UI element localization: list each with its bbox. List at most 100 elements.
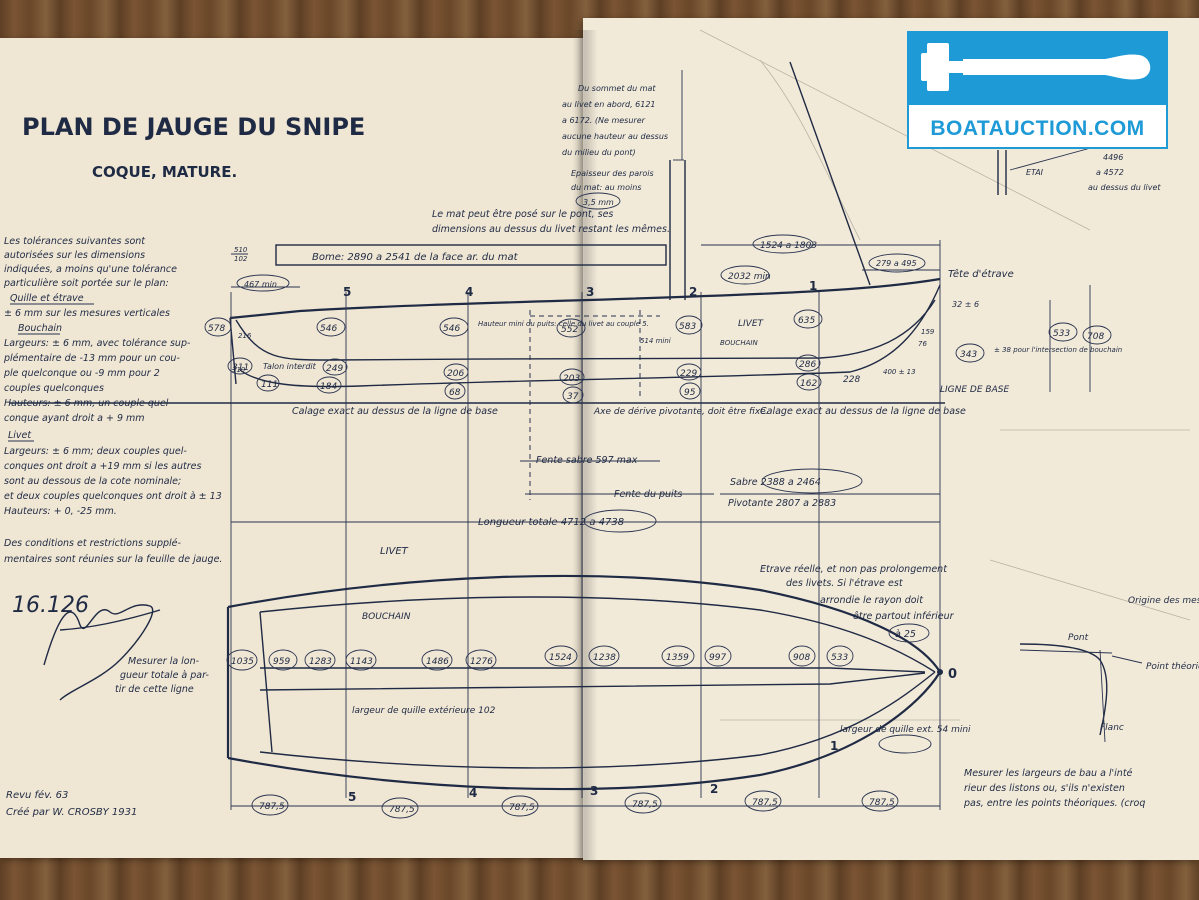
profile-station-2: 2 xyxy=(689,285,697,299)
dim-value: 37 xyxy=(567,392,579,402)
dim-value: 229 xyxy=(680,369,697,379)
width-value: 959 xyxy=(273,657,290,667)
tol-line: couples quelconques xyxy=(4,383,104,394)
ligne-base-label: LIGNE DE BASE xyxy=(940,385,1009,395)
plan-keel-lower xyxy=(259,672,926,691)
dim-2032: 2032 min xyxy=(728,272,771,282)
etrave-line: des livets. Si l'étrave est xyxy=(786,578,904,589)
plan-station-5: 5 xyxy=(348,790,356,804)
etrave-line: à 25 xyxy=(895,629,916,640)
dim-value: 552 xyxy=(561,325,578,335)
longueur-label: Longueur totale 4712 a 4738 xyxy=(478,517,624,528)
keel-line xyxy=(239,284,941,388)
hauteur-mini-label: Hauteur mini du puits: celle du livet au… xyxy=(478,320,649,328)
width-value: 533 xyxy=(831,653,848,663)
logo-banner xyxy=(909,33,1166,105)
mast-note-line: dimensions au dessus du livet restant le… xyxy=(432,224,670,235)
dim-value: 400 ± 13 xyxy=(883,368,916,376)
dim-value: 311 xyxy=(232,363,249,373)
tol-line: Largeurs: ± 6 mm, avec tolérance sup- xyxy=(4,338,191,349)
calage-right-1: Calage exact au dessus de la ligne de ba… xyxy=(760,406,966,417)
boom-dim-top: 510 xyxy=(234,246,248,254)
plan-view: 1035 959 1283 1143 1486 1276 1524 1238 1… xyxy=(115,546,971,819)
dim-4496: 4496 xyxy=(1103,153,1123,162)
spacing-value: 787,5 xyxy=(632,800,658,810)
underlines xyxy=(8,303,94,442)
width-value: 1238 xyxy=(593,653,616,663)
left-page xyxy=(0,38,590,858)
au-dessus-livet: au dessus du livet xyxy=(1088,183,1161,192)
bau-line: pas, entre les points théoriques. (croq xyxy=(963,798,1145,809)
dim-value: 159 xyxy=(921,328,935,336)
mesurer-line: gueur totale à par- xyxy=(120,670,210,681)
epaisseur-line: du mat: au moins xyxy=(571,183,641,192)
tol-line: conques ont droit a +19 mm si les autres xyxy=(4,461,201,472)
spacing-value: 787,5 xyxy=(509,803,535,813)
sabre-label: Sabre 2388 a 2464 xyxy=(730,477,821,488)
spacing-value: 787,5 xyxy=(869,798,895,808)
plan-livet-upper xyxy=(227,574,941,673)
dim-value: 76 xyxy=(918,340,927,348)
sommet-line: du milieu du pont) xyxy=(562,148,636,157)
chine-line xyxy=(235,299,936,361)
station-spacing: 787,5 787,5 787,5 787,5 787,5 787,5 xyxy=(251,790,899,819)
mesurer-line: tir de cette ligne xyxy=(115,684,194,695)
plan-width-values: 1035 959 1283 1143 1486 1276 1524 1238 1… xyxy=(226,645,854,671)
dim-value: 206 xyxy=(447,369,464,379)
dim-value: 546 xyxy=(443,324,460,334)
bleed-through xyxy=(699,29,1191,721)
spacing-value: 787,5 xyxy=(389,805,415,815)
tol-line: indiquées, a moins qu'une tolérance xyxy=(4,264,177,275)
pont-label: Pont xyxy=(1068,633,1089,643)
intersection-note: ± 38 pour l'intersection de bouchain xyxy=(994,346,1122,354)
etrave-line: arrondie le rayon doit xyxy=(820,595,924,606)
dim-value: 32 ± 6 xyxy=(952,300,979,309)
profile-station-3: 3 xyxy=(586,285,594,299)
dim-value: 162 xyxy=(800,379,817,389)
dim-value: 95 xyxy=(684,388,696,398)
bau-note: Mesurer les largeurs de bau a l'inté rie… xyxy=(963,768,1145,809)
boatauction-logo: BOATAUCTION.COM xyxy=(907,31,1168,149)
dim-value: 286 xyxy=(799,360,816,370)
boom-dim-bottom: 102 xyxy=(234,255,248,263)
tol-line: Hauteurs: + 0, -25 mm. xyxy=(4,506,117,517)
gavel-icon xyxy=(921,43,1151,91)
plan-station-2: 2 xyxy=(710,782,718,796)
tol-line: autorisées sur les dimensions xyxy=(4,250,145,261)
page-gutter xyxy=(572,30,598,860)
width-value: 1276 xyxy=(470,657,493,667)
creator-note: Créé par W. CROSBY 1931 xyxy=(6,806,137,818)
quille-int-label: largeur de quille ext. 54 mini xyxy=(840,725,971,735)
profile-livet-label: LIVET xyxy=(738,319,765,329)
calage-right-text: Calage exact au dessus de la ligne de ba… xyxy=(760,406,966,417)
axe-derive-label: Axe de dérive pivotante, doit être fixe. xyxy=(593,406,769,417)
origine-label: Origine des mesures xyxy=(1128,596,1199,606)
dim-value: 319 xyxy=(232,366,246,374)
width-value: 1283 xyxy=(309,657,332,667)
dim-467: 467 min xyxy=(244,280,277,289)
etrave-line: être partout inférieur xyxy=(853,611,955,622)
signature-number: 16.126 xyxy=(12,593,89,618)
tol-line: particulière soit portée sur le plan: xyxy=(3,278,169,289)
profile-station-5: 5 xyxy=(343,285,351,299)
plan-livet-label: LIVET xyxy=(380,546,409,557)
width-value: 1359 xyxy=(666,653,689,663)
sommet-line: a 6172. (Ne mesurer xyxy=(562,116,646,125)
point-label: Point théorique xyxy=(1146,661,1199,672)
mast-min-dim: 514 mini xyxy=(640,337,671,345)
dim-value: 578 xyxy=(208,324,225,334)
sommet-line: aucune hauteur au dessus xyxy=(562,132,668,141)
plan-station-3: 3 xyxy=(590,784,598,798)
dim-4572: a 4572 xyxy=(1096,168,1124,177)
profile-bouchain-label: BOUCHAIN xyxy=(720,339,758,347)
width-value: 1143 xyxy=(350,657,373,667)
profile-station-1: 1 xyxy=(809,279,817,293)
calage-left-1: Calage exact au dessus de la ligne de ba… xyxy=(292,406,498,417)
bau-line: Mesurer les largeurs de bau a l'inté xyxy=(964,768,1133,779)
quille-ext-label: largeur de quille extérieure 102 xyxy=(352,705,496,716)
sommet-line: au livet en abord, 6121 xyxy=(562,100,656,109)
tete-etrave-label: Tête d'étrave xyxy=(948,268,1014,280)
width-value: 1035 xyxy=(231,657,254,667)
